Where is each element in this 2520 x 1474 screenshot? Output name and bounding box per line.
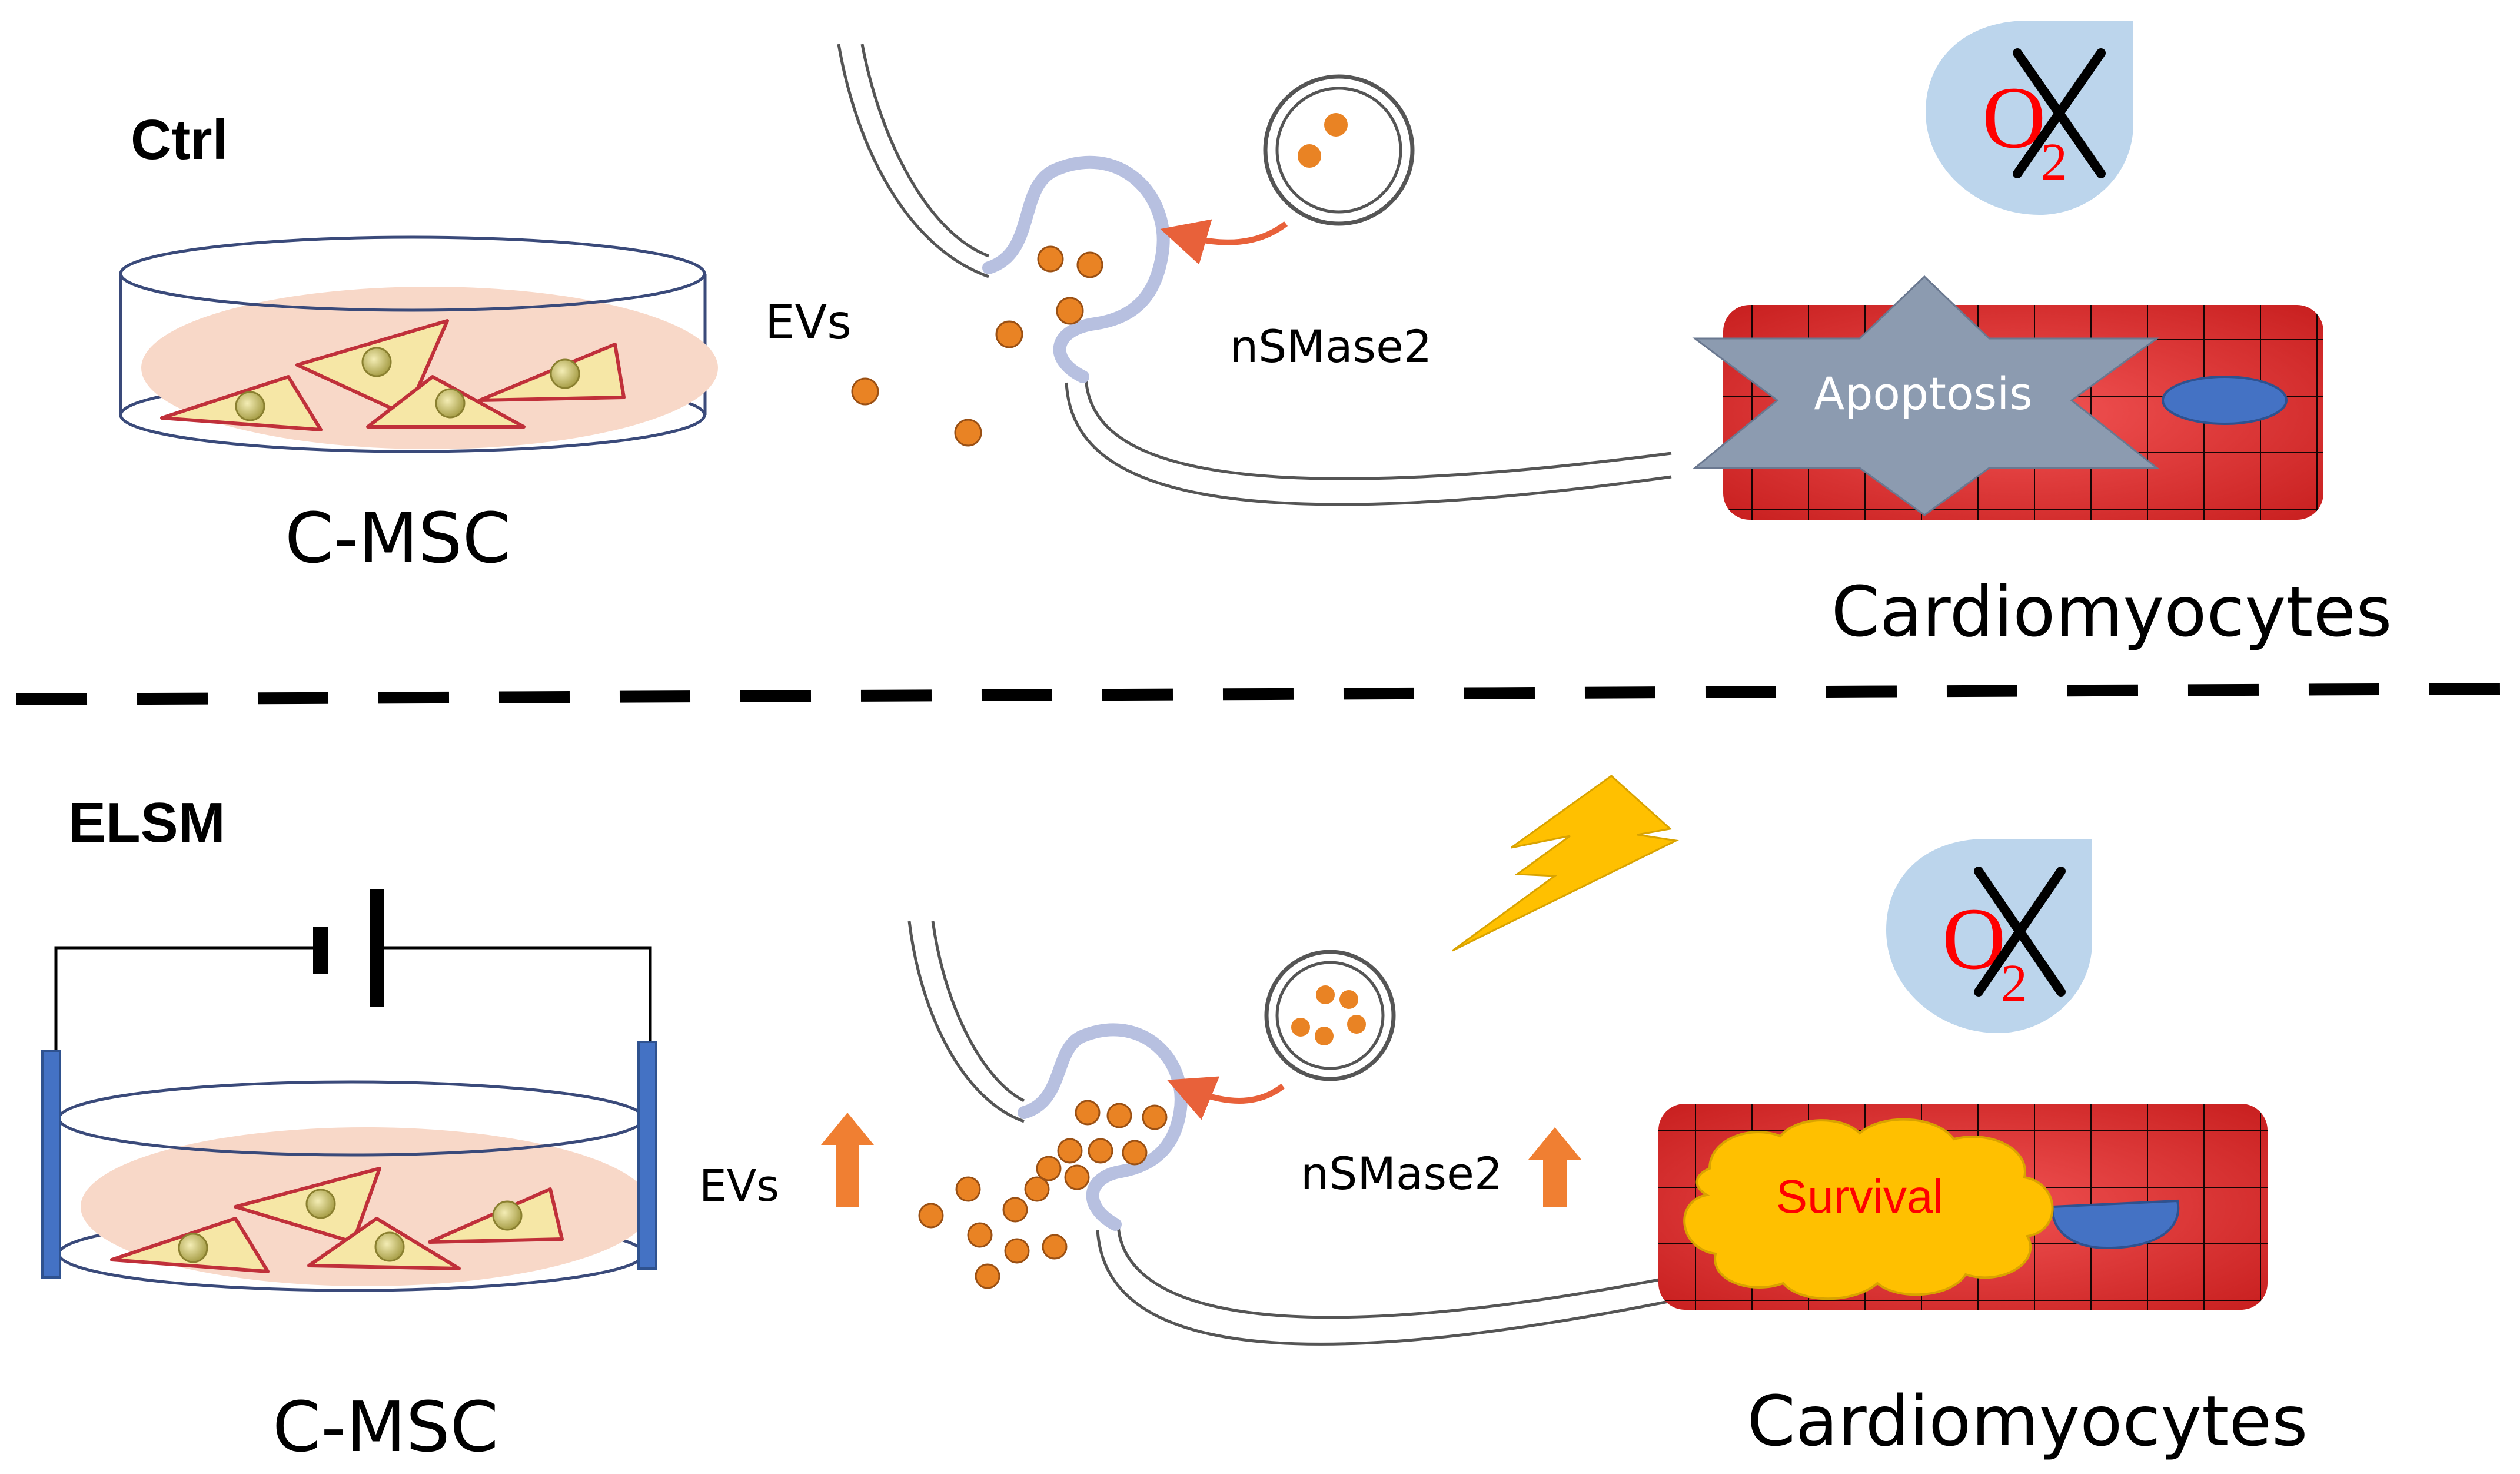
bottom-panel: ELSM: [41, 775, 2308, 1468]
oxygen-deprivation-top: O 2: [1926, 21, 2133, 215]
evs-label-top: EVs: [765, 295, 852, 350]
panel-divider: [16, 683, 2514, 705]
cardiomyocytes-label-bottom: Cardiomyocytes: [1747, 1380, 2308, 1462]
msc-cell: [295, 319, 449, 417]
multivesicular-body-bottom: [1264, 950, 1396, 1081]
nucleus-icon: [2162, 376, 2288, 425]
secretion-arrow-bottom: [1167, 1076, 1285, 1120]
nsmase2-label-top: nSMase2: [1230, 320, 1432, 373]
cardiomyocyte-bottom: Survival: [1658, 1104, 2268, 1310]
cardiomyocyte-top: Apoptosis: [1692, 275, 2323, 520]
msc-cell: [428, 1187, 564, 1244]
oxygen-drop-icon: [1886, 839, 2092, 1033]
msc-label-bottom: C-MSC: [272, 1386, 498, 1468]
msc-cell: [234, 1167, 381, 1244]
msc-label-top: C-MSC: [285, 497, 511, 579]
ctrl-label: Ctrl: [131, 108, 228, 171]
oxygen-subscript: 2: [2001, 954, 2027, 1012]
cross-icon: [1974, 867, 2066, 997]
ev-particles-top: [851, 245, 1103, 447]
cell-membrane-bottom: [907, 921, 1672, 1346]
msc-cell: [110, 1217, 270, 1273]
secretion-arrow-top: [1160, 219, 1288, 265]
cardiomyocytes-label-top: Cardiomyocytes: [1831, 571, 2392, 652]
apoptosis-label: Apoptosis: [1814, 367, 2033, 420]
increase-arrow-icon: [821, 1113, 874, 1207]
lightning-icon: [1452, 775, 1679, 952]
electrode-right: [637, 1041, 657, 1270]
oxygen-subscript: 2: [2041, 133, 2067, 191]
msc-cell: [160, 375, 323, 431]
elsm-label: ELSM: [68, 791, 225, 854]
survival-cloud-icon: [1683, 1118, 2054, 1300]
petri-dish-bottom: [57, 1080, 651, 1292]
msc-cell: [478, 343, 626, 402]
ev-particles-bottom: [918, 1100, 1168, 1289]
survival-label: Survival: [1776, 1170, 1944, 1223]
cell-membrane-top: [837, 44, 1672, 506]
cross-icon: [2013, 48, 2106, 178]
oxygen-deprivation-bottom: O 2: [1886, 839, 2092, 1033]
top-panel: Ctrl C-MSC: [119, 21, 2392, 652]
evs-label-bottom: EVs: [699, 1161, 779, 1211]
nsmase2-label-bottom: nSMase2: [1301, 1147, 1502, 1200]
multivesicular-body-top: [1263, 74, 1415, 226]
nucleus-icon: [2051, 1199, 2180, 1250]
oxygen-drop-icon: [1926, 21, 2133, 215]
increase-arrow-icon: [1528, 1127, 1581, 1207]
apoptosis-star-icon: [1692, 275, 2160, 516]
electrode-left: [41, 1050, 61, 1279]
battery-circuit: [54, 889, 652, 1060]
msc-cell: [307, 1217, 461, 1270]
petri-dish-top: [119, 235, 718, 453]
msc-cell: [366, 375, 526, 429]
